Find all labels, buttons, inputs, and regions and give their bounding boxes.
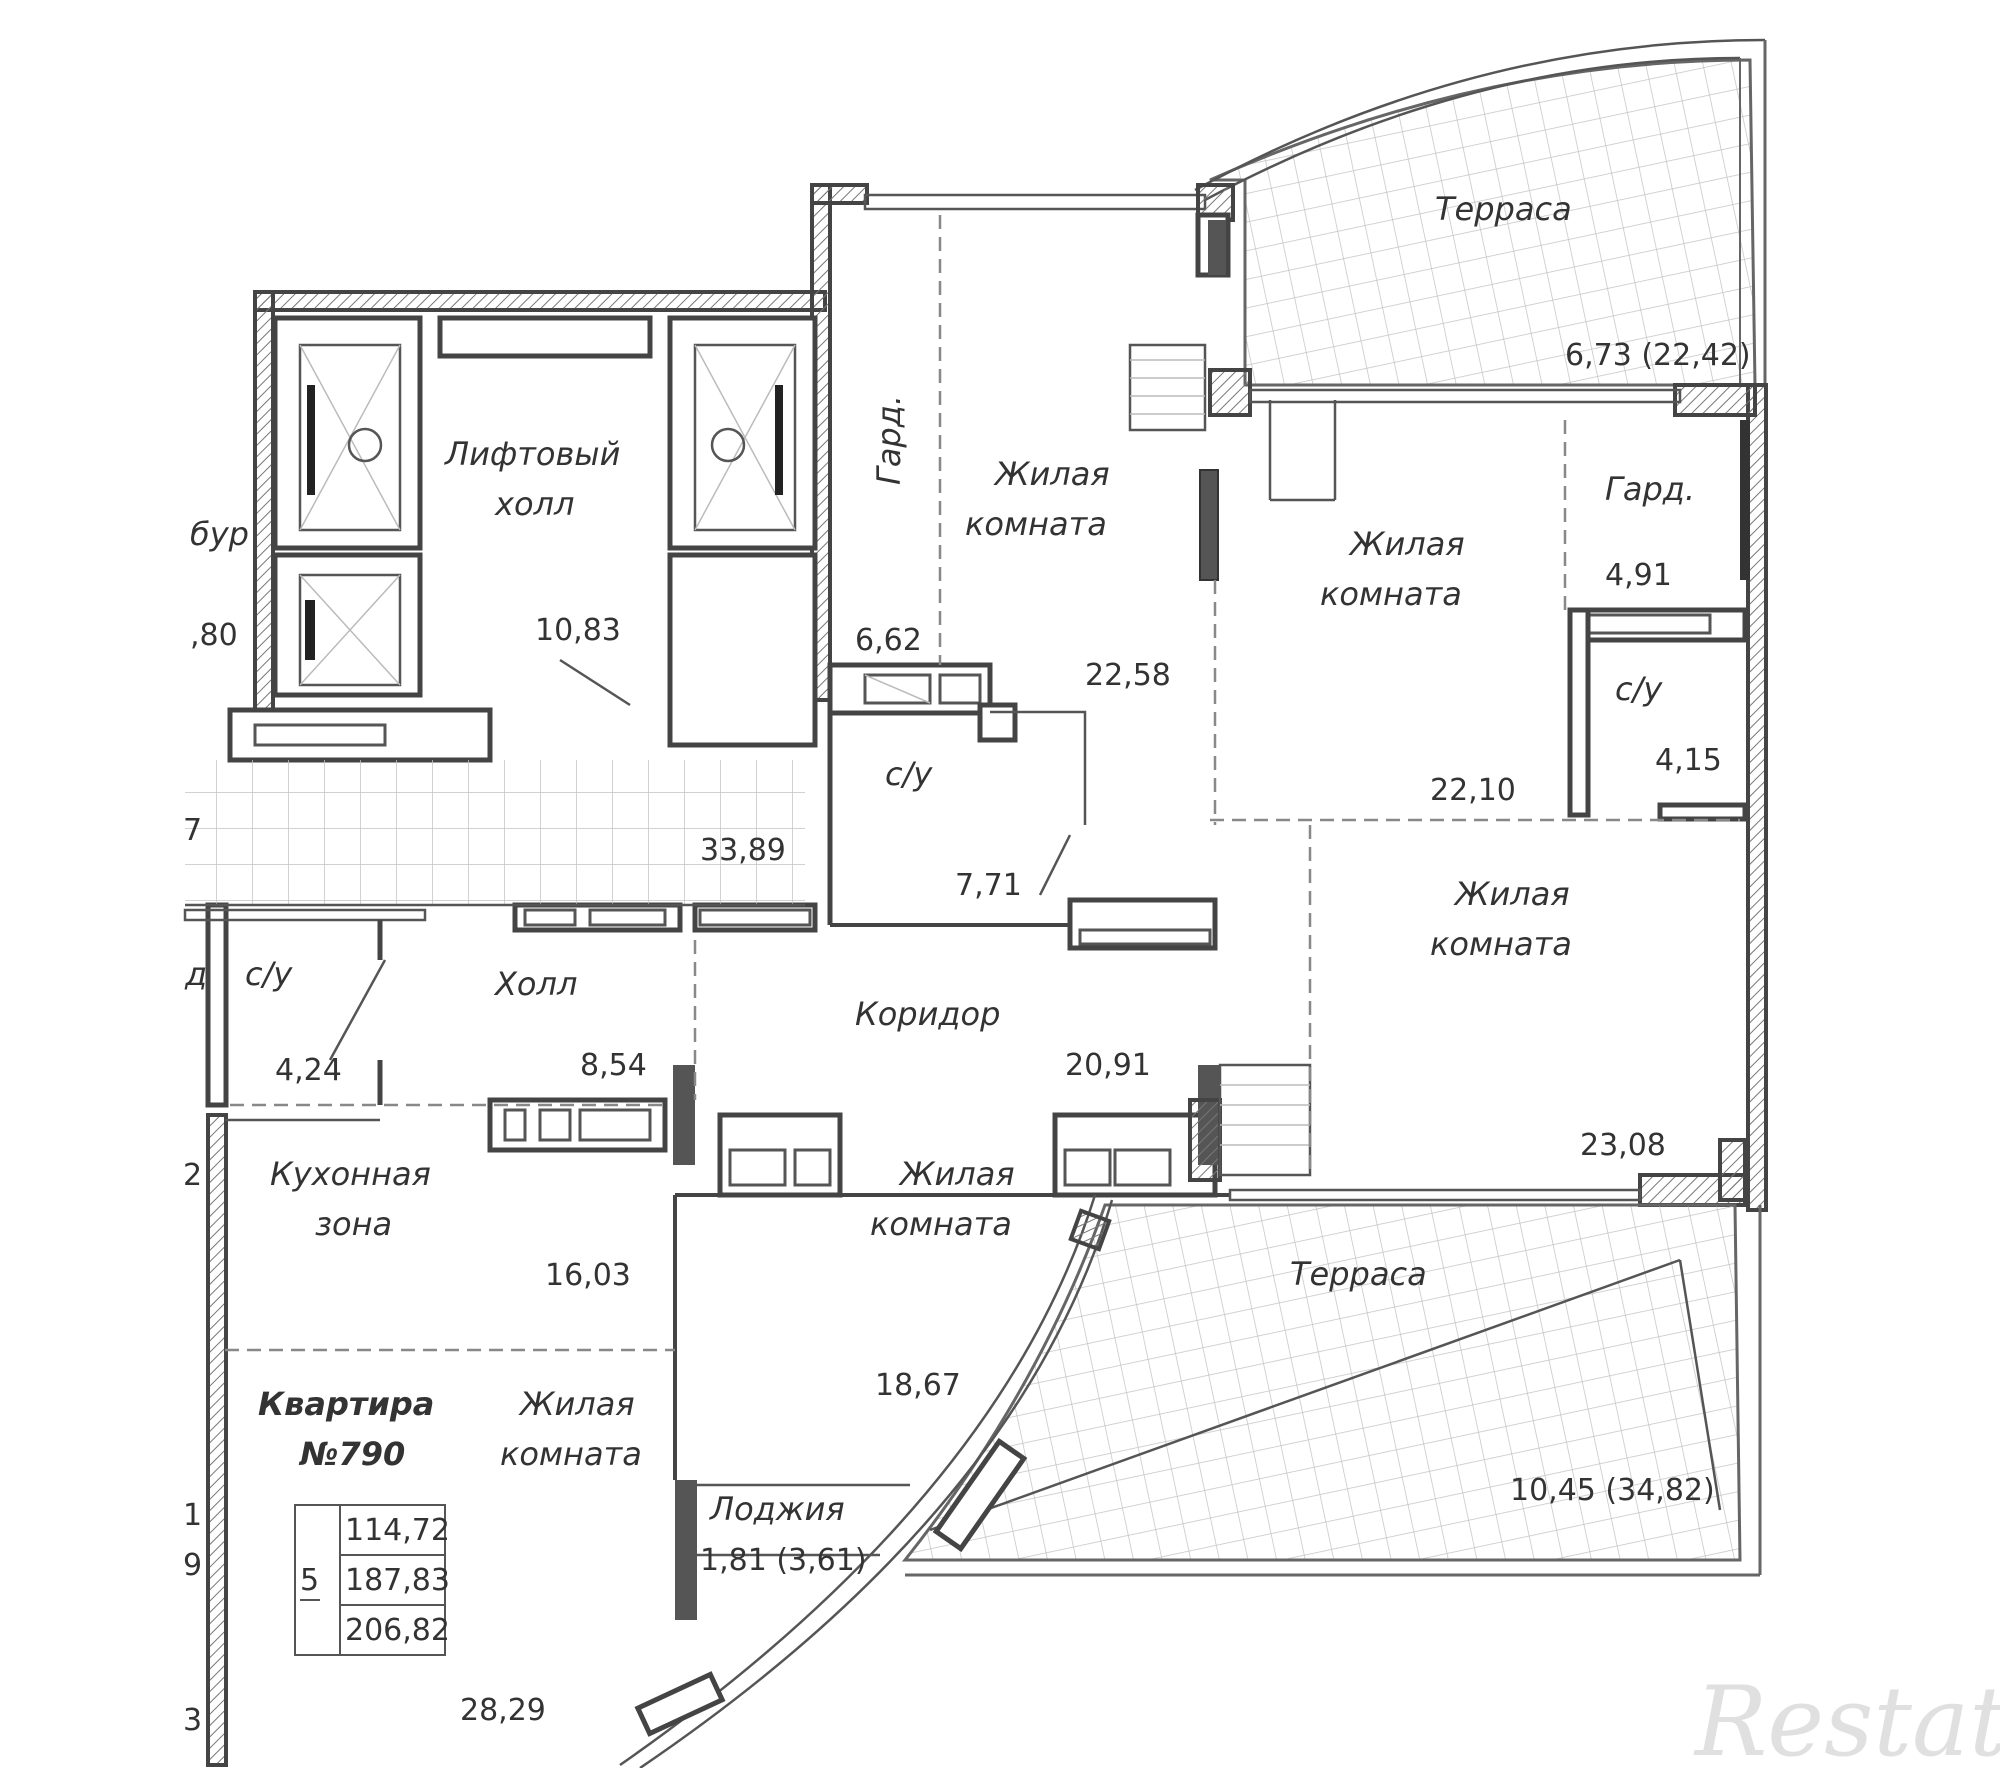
stairs: [1128, 343, 1312, 1177]
terrace-bottom: [619, 1194, 1762, 1768]
edge-fragment-f: 3: [183, 1703, 202, 1738]
bath-mid-area: 7,71: [955, 868, 1022, 903]
tambour-label: бур: [190, 515, 249, 553]
kitchen-label-2: зона: [315, 1205, 392, 1243]
terrace-top-area: 6,73 (22,42): [1565, 338, 1751, 373]
living-3-label-2: комната: [1430, 925, 1572, 963]
garderobe-right-area: 4,91: [1605, 558, 1672, 593]
living-2-label-1: Жилая: [1348, 525, 1465, 563]
tambour-area: ,80: [190, 618, 238, 653]
living-2-area: 22,10: [1430, 773, 1516, 808]
apartment-area-living: 114,72: [345, 1513, 450, 1548]
corridor-label: Коридор: [855, 995, 1000, 1033]
garderobe-left-label: Гард.: [870, 395, 908, 485]
living-3-label-1: Жилая: [1453, 875, 1570, 913]
living-1-label-2: комната: [965, 505, 1107, 543]
living-4-area: 18,67: [875, 1368, 961, 1403]
apartment-title-1: Квартира: [258, 1385, 434, 1423]
edge-fragment-b: д: [184, 955, 207, 993]
apartment-rooms-count: 5: [300, 1563, 319, 1598]
living-4-label-1: Жилая: [898, 1155, 1015, 1193]
garderobe-left-area: 6,62: [855, 623, 922, 658]
walls: [183, 183, 1768, 1767]
hall-label: Холл: [493, 965, 577, 1003]
apartment-area-total: 187,83: [345, 1563, 450, 1598]
edge-fragment-d: 1: [183, 1498, 202, 1533]
bath-left-area: 4,24: [275, 1053, 342, 1088]
living-2-label-2: комната: [1320, 575, 1462, 613]
living-4-label-2: комната: [870, 1205, 1012, 1243]
kitchen-area: 16,03: [545, 1258, 631, 1293]
corridor-area: 20,91: [1065, 1048, 1151, 1083]
lobby-tiles: [185, 760, 805, 905]
terrace-bottom-label: Терраса: [1290, 1255, 1427, 1293]
edge-fragment-a: 7: [183, 813, 202, 848]
apartment-title-2: №790: [298, 1435, 405, 1473]
hall-area: 8,54: [580, 1048, 647, 1083]
living-1-label-1: Жилая: [993, 455, 1110, 493]
bath-right-label: с/у: [1615, 670, 1663, 708]
loggia-area: 1,81 (3,61): [700, 1543, 867, 1578]
terrace-top: [1194, 38, 1767, 387]
kitchen-label-1: Кухонная: [270, 1155, 431, 1193]
lift-hall-area: 10,83: [535, 613, 621, 648]
bath-right-area: 4,15: [1655, 743, 1722, 778]
room-labels: Терраса 6,73 (22,42) Гард. 6,62 Жилая ко…: [183, 190, 2000, 1768]
bath-mid-label: с/у: [885, 755, 933, 793]
living-1-area: 22,58: [1085, 658, 1171, 693]
garderobe-right-label: Гард.: [1605, 470, 1695, 508]
living-3-area: 23,08: [1580, 1128, 1666, 1163]
bath-left-label: с/у: [245, 955, 293, 993]
edge-fragment-e: 9: [183, 1548, 202, 1583]
watermark-logo: Restate: [1693, 1666, 2000, 1768]
terrace-top-label: Терраса: [1435, 190, 1572, 228]
living-5-label-2: комната: [500, 1435, 642, 1473]
zone-lines: [225, 215, 1567, 1352]
terrace-bottom-area: 10,45 (34,82): [1510, 1473, 1715, 1508]
lift-hall-label-2: холл: [494, 485, 574, 523]
loggia-label: Лоджия: [709, 1490, 845, 1528]
edge-fragment-c: 2: [183, 1158, 202, 1193]
lobby-area: 33,89: [700, 833, 786, 868]
living-5-label-1: Жилая: [518, 1385, 635, 1423]
area-table: [294, 1504, 446, 1656]
living-5-area: 28,29: [460, 1693, 546, 1728]
apartment-area-terraces: 206,82: [345, 1613, 450, 1648]
lift-hall-label-1: Лифтовый: [444, 435, 620, 473]
